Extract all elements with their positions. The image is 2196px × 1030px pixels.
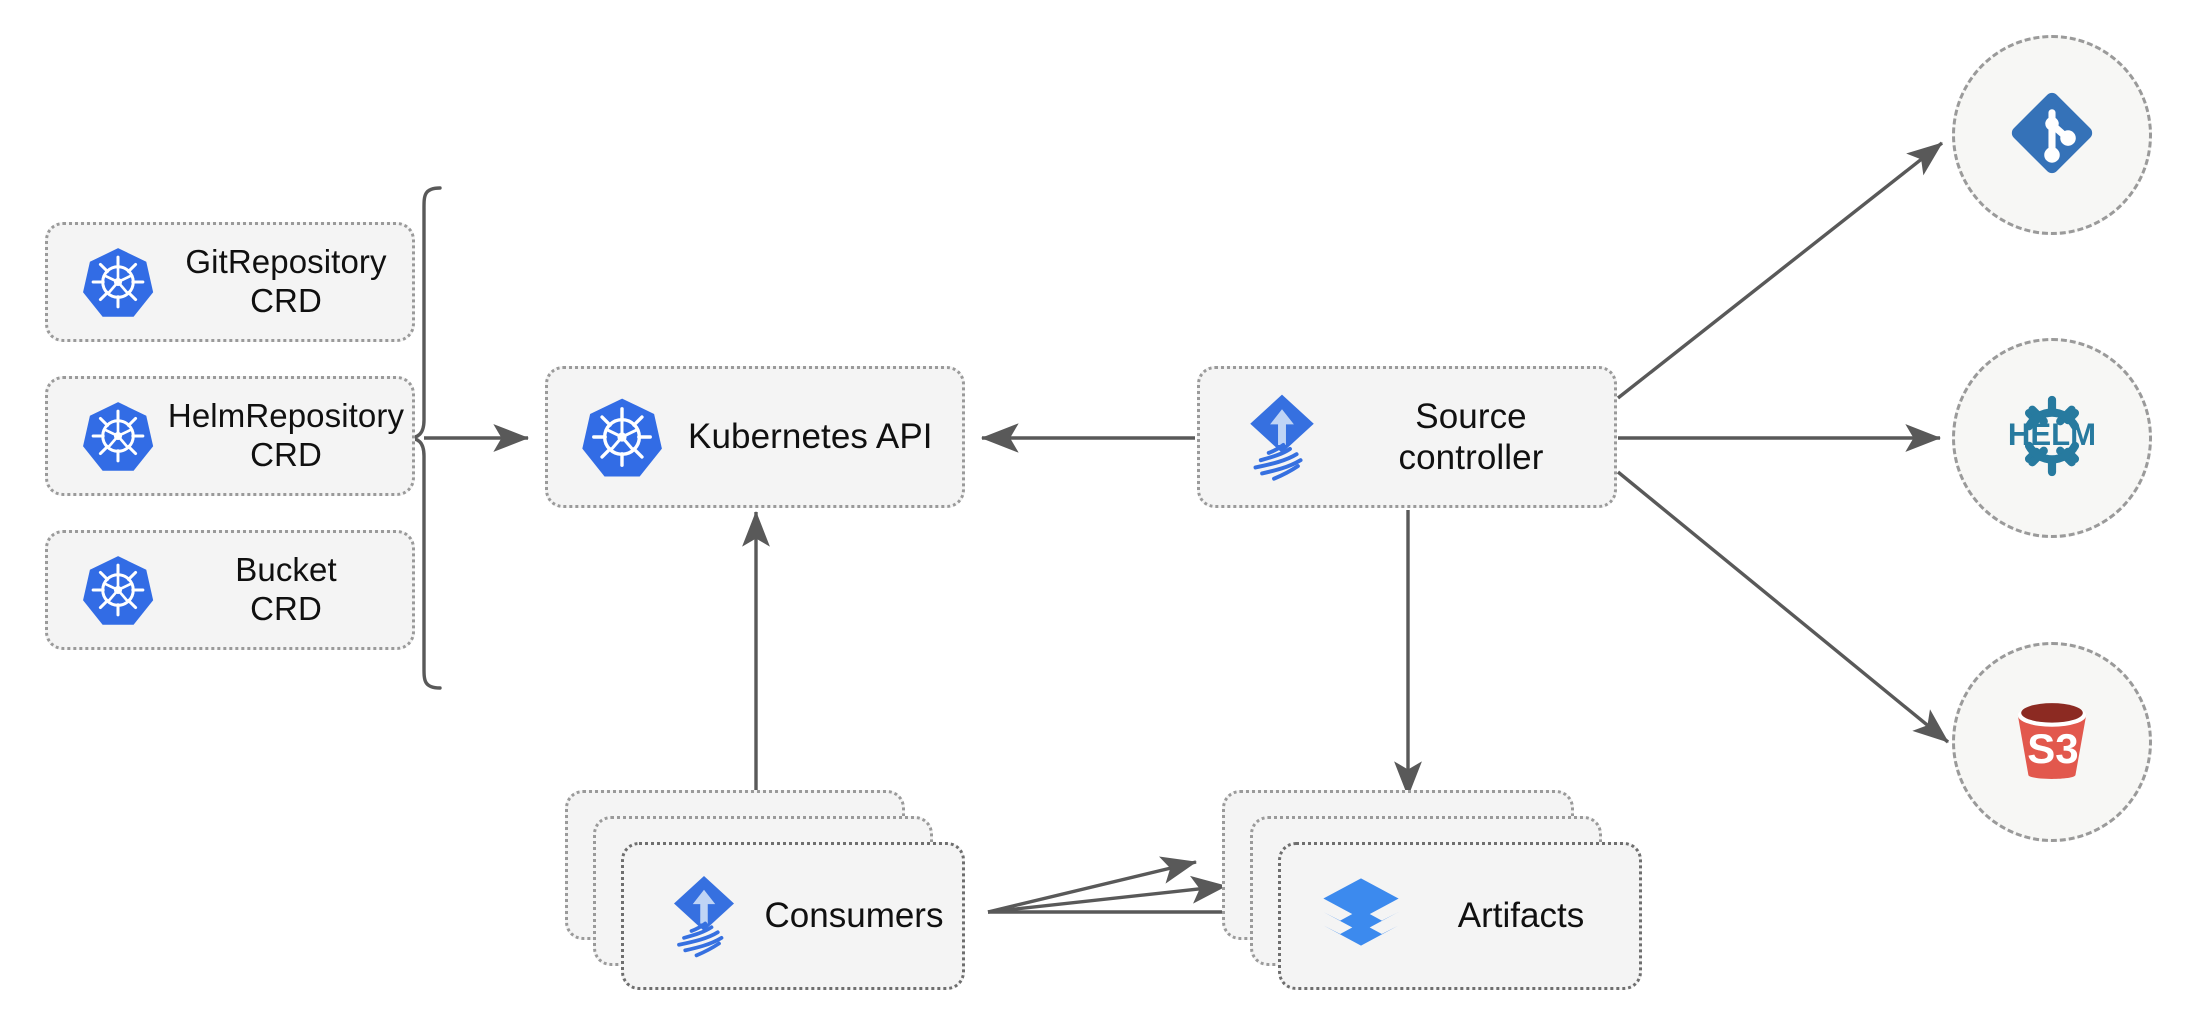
node-label-source-controller: Source controller (1398, 396, 1544, 477)
node-source-controller[interactable]: Source controller (1197, 366, 1617, 508)
node-label-kubernetes-api: Kubernetes API (688, 417, 933, 457)
kubernetes-icon (70, 553, 166, 627)
flux-icon (1230, 392, 1334, 482)
crd-label-helmrepository: HelmRepository CRD (167, 397, 405, 473)
source-circle-git[interactable] (1952, 35, 2152, 235)
crd-label-gitrepository: GitRepository CRD (185, 243, 387, 319)
edge-consumers-to-artifacts-2 (987, 875, 1228, 914)
flux-icon (652, 873, 756, 959)
node-artifacts-stack[interactable]: Artifacts (1222, 790, 1642, 990)
edge-consumers-to-artifacts-1 (987, 856, 1197, 914)
git-icon (1998, 79, 2106, 192)
crd-box-gitrepository[interactable]: GitRepository CRD (45, 222, 415, 342)
crd-box-bucket[interactable]: Bucket CRD (45, 530, 415, 650)
layers-icon (1309, 873, 1413, 959)
edge-source-controller-to-s3 (1616, 470, 1950, 744)
crd-label-bucket: Bucket CRD (235, 551, 337, 627)
helm-icon: HELM (1993, 377, 2111, 500)
kubernetes-icon (570, 395, 674, 479)
node-label-artifacts: Artifacts (1457, 896, 1585, 935)
kubernetes-icon (70, 399, 166, 473)
kubernetes-icon (70, 245, 166, 319)
source-circle-s3[interactable]: S3 (1952, 642, 2152, 842)
node-label-consumers: Consumers (764, 896, 944, 935)
node-kubernetes-api[interactable]: Kubernetes API (545, 366, 965, 508)
edge-source-controller-to-git (1616, 141, 1944, 400)
crd-box-helmrepository[interactable]: HelmRepository CRD (45, 376, 415, 496)
source-circle-helm[interactable]: HELM (1952, 338, 2152, 538)
node-consumers-stack[interactable]: Consumers (565, 790, 965, 990)
s3-bucket-icon: S3 (1996, 684, 2108, 801)
node-artifacts[interactable]: Artifacts (1278, 842, 1642, 990)
node-consumers[interactable]: Consumers (621, 842, 965, 990)
helm-wordmark: HELM (2008, 417, 2096, 452)
s3-wordmark: S3 (2027, 724, 2078, 771)
